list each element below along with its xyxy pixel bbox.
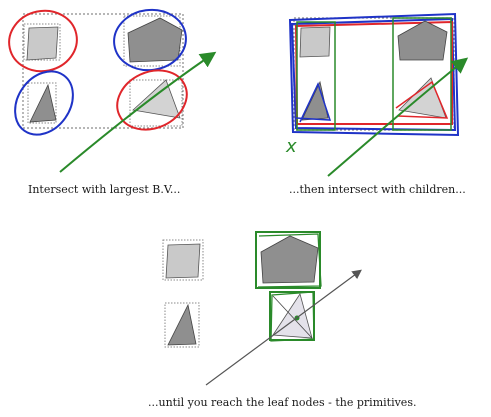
primitive-square [26, 26, 59, 61]
blue-scribble-left [295, 81, 332, 123]
bv-green-left [296, 21, 336, 131]
primitive-triangle-box [27, 82, 57, 124]
leaf-diagonal [272, 295, 313, 339]
root-bounding-box [22, 13, 184, 129]
child-pentagon [397, 20, 448, 61]
primitive-triangle2 [132, 79, 181, 119]
caption-step-3: ...until you reach the leaf nodes - the … [148, 396, 417, 409]
ray-arrow-3 [205, 269, 362, 386]
leaf-pentagon [260, 235, 319, 284]
child-square [299, 26, 331, 58]
bv-circle-bottom-left [14, 70, 74, 136]
leaf-triangle [167, 303, 197, 346]
primitive-square-box [23, 23, 61, 61]
ray-arrow-2 [327, 57, 469, 177]
bv-circle-top-left [8, 9, 78, 73]
primitive-triangle [29, 83, 57, 123]
bv-blue-large [288, 12, 460, 137]
miss-mark: x [285, 136, 297, 157]
leaf-square [165, 243, 201, 279]
primitive-triangle2-box [129, 79, 183, 127]
panel-children: x [285, 12, 469, 177]
panel-leaves [162, 231, 362, 386]
panel-largest-bv [8, 8, 217, 173]
bv-circle-bottom-right [116, 69, 188, 131]
bv-green-right [392, 17, 452, 131]
primitive-pentagon [127, 17, 183, 63]
caption-step-2: ...then intersect with children... [289, 183, 466, 196]
leaf-triangle2-green-scribble [270, 291, 315, 342]
ray-arrow-1 [59, 51, 217, 173]
caption-step-1: Intersect with largest B.V... [28, 183, 181, 196]
leaf-pentagon-green-scribble [257, 233, 322, 288]
leaf-square-box [162, 239, 204, 281]
red-scribble-right [395, 80, 449, 119]
